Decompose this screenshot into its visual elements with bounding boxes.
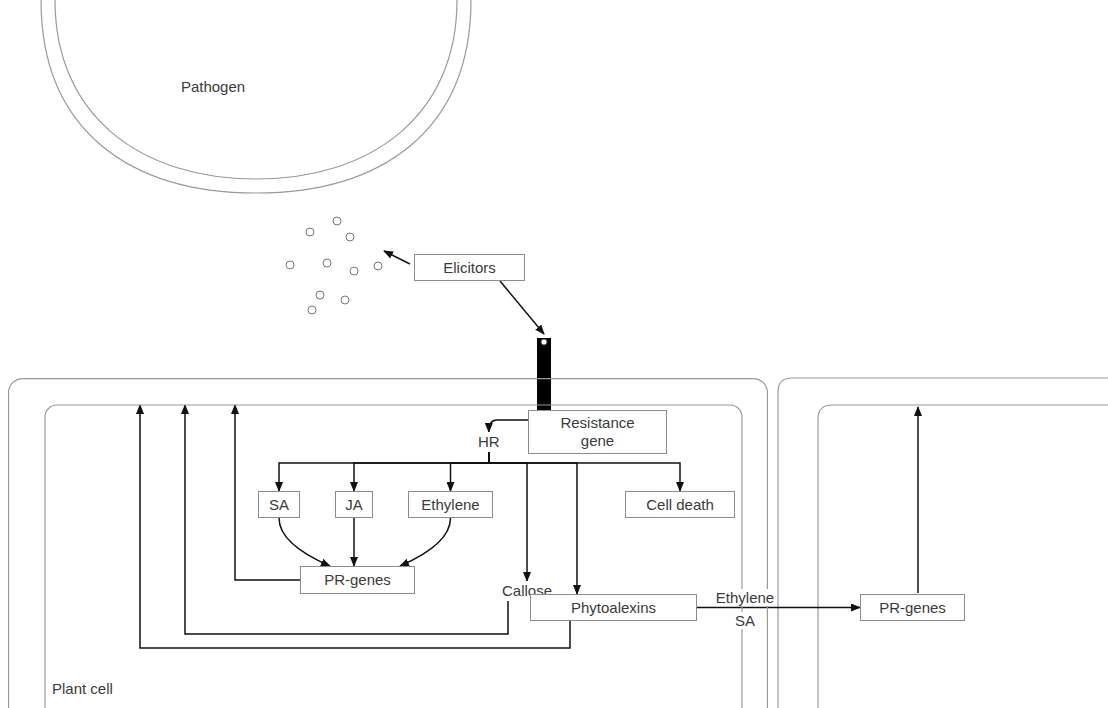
signal-box: SA [258,491,300,518]
connector-arrow [489,452,577,594]
connector-arrow [451,452,489,491]
pathogen-shape: Pathogen [40,0,472,196]
receptor-bar [537,338,551,410]
plain-node: HR [476,432,502,452]
elicitor-dots [286,217,382,314]
cell-wall [9,379,768,708]
response-box: Cell death [625,491,735,518]
connector-arrow [500,281,544,334]
edge-label: Ethylene [714,589,776,606]
connector-arrow [140,405,570,648]
node-text: HR [478,433,500,451]
gene-box: Resistance gene [528,410,667,454]
gene-box: PR-genes [300,566,415,594]
connector-arrow [400,518,451,566]
connector-arrow [185,405,508,634]
connector-arrow [489,452,680,491]
node-text: Cell death [646,496,714,514]
pathogen-outline [40,0,472,196]
plant-cell: Plant cell Resistance geneHR SA JA Ethylene C… [8,378,768,708]
connector-arrow [489,452,527,581]
node-text: JA [345,496,363,514]
node-text: Phytoalexins [571,599,656,617]
node-text: PR-genes [324,571,391,589]
signal-label: SA [733,612,757,629]
connector-arrow [489,420,528,432]
connector-arrow [354,452,489,491]
signal-box: JA [335,491,373,518]
node-text: SA [269,496,289,514]
cell-wall [778,378,1108,708]
connector-arrow [279,452,489,491]
node-text: Elicitors [443,259,496,277]
node-text: PR-genes [879,599,946,617]
node-text: Resistance gene [548,414,648,450]
cell-membrane [45,405,742,708]
connector-arrow [697,607,860,609]
leader-arrow [384,251,410,264]
signal-box: Ethylene [408,491,493,518]
connector-arrow [279,518,330,566]
gene-box: PR-genes [860,594,965,621]
receptor-site [541,339,547,345]
connector-arrow [353,518,355,566]
cell-membrane [818,405,1108,708]
pathogen-wall [41,0,471,193]
node-text: Pathogen [40,78,386,96]
node-text: Ethylene [421,496,479,514]
secretion-arrow [917,407,919,593]
pathogen-membrane [55,0,457,179]
response-box: Phytoalexins [530,594,697,621]
node-text: Plant cell [52,680,142,698]
connector-arrow [235,405,300,580]
label-box: Elicitors [414,254,525,281]
